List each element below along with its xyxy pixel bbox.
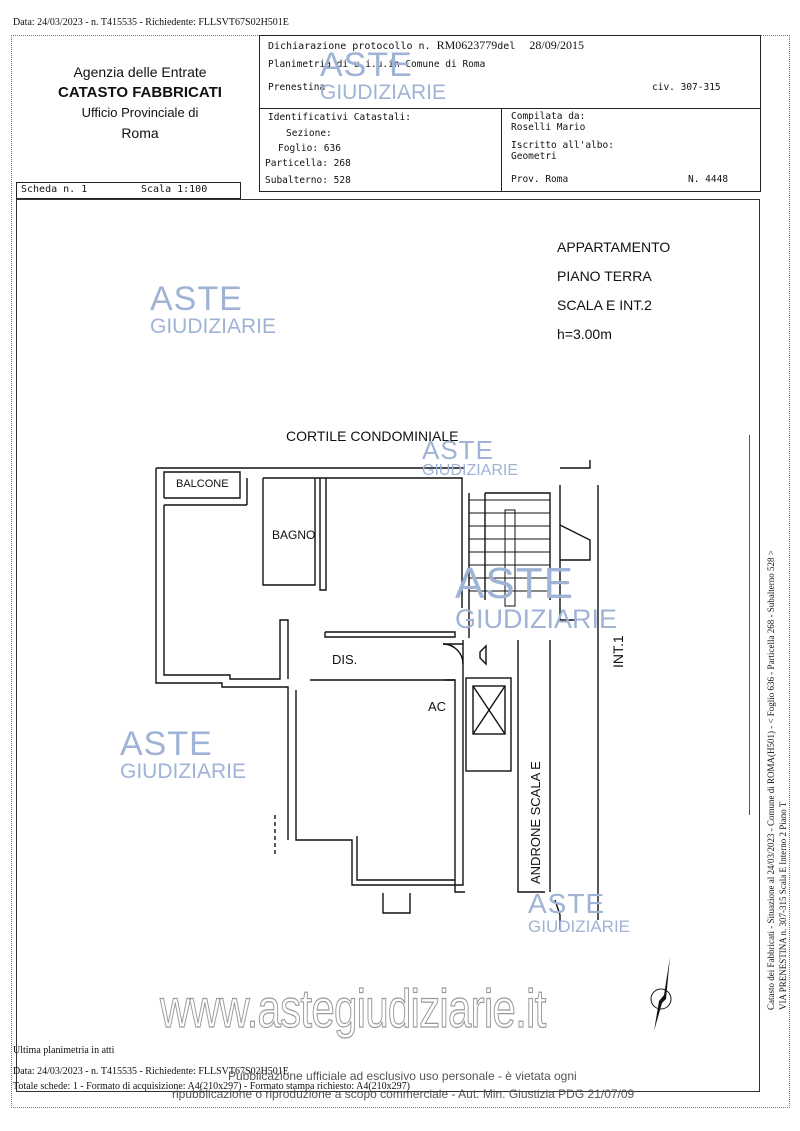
agency-dept: CATASTO FABBRICATI [58, 84, 222, 102]
watermark-3: ASTE GIUDIZIARIE [422, 437, 518, 479]
watermark-2: ASTE GIUDIZIARIE [150, 282, 276, 337]
label-cortile: CORTILE CONDOMINIALE [286, 428, 459, 444]
header-vdivider [501, 108, 502, 192]
watermark-5: ASTE GIUDIZIARIE [120, 727, 246, 782]
wall-north-inner [263, 477, 463, 608]
label-ac: AC [428, 699, 447, 714]
plan-walls [155, 460, 599, 930]
agency-office: Ufficio Provinciale di [81, 105, 199, 121]
site-watermark: www.astegiudiziarie.it [160, 978, 547, 1039]
watermark-giudiziarie: GIUDIZIARIE [150, 315, 277, 338]
compilata-label: Compilata da: [511, 111, 586, 122]
identifiers-foglio: Foglio: 636 [278, 143, 341, 154]
balcone-railing [163, 471, 241, 499]
plan-title-line-4: h=3.00m [557, 326, 612, 342]
agency-block: Agenzia delle Entrate CATASTO FABBRICATI… [40, 62, 240, 143]
planimetry-civ: civ. 307-315 [652, 82, 721, 93]
label-dis: DIS. [332, 652, 358, 667]
watermark-aste: ASTE [120, 725, 213, 763]
declaration-row: Dichiarazione protocollo n. RM0623779del… [268, 38, 584, 53]
agency-name: Agenzia delle Entrate [73, 64, 207, 80]
plan-title-line-2: PIANO TERRA [557, 268, 652, 284]
watermark-giudiziarie: GIUDIZIARIE [455, 604, 618, 634]
footer-pub-2: ripubblicazione o riproduzione a scopo c… [172, 1087, 635, 1101]
header-line: Data: 24/03/2023 - n. T415535 - Richiede… [13, 17, 289, 28]
declaration-date: 28/09/2015 [529, 38, 585, 52]
label-balcone: BALCONE [176, 478, 229, 490]
albo-number: N. 4448 [688, 174, 729, 185]
watermark-giudiziarie: GIUDIZIARIE [120, 760, 247, 783]
label-androne: ANDRONE SCALA E [528, 761, 543, 884]
wall-corridor [324, 631, 456, 638]
watermark-aste: ASTE [150, 280, 243, 318]
wall-bagno [262, 478, 316, 586]
watermark-giudiziarie: GIUDIZIARIE [320, 81, 447, 104]
wall-ac [295, 640, 464, 886]
header-info-box [259, 35, 761, 192]
iscritto-label: Iscritto all'albo: [511, 140, 614, 151]
wall-room-left [163, 505, 289, 680]
watermark-aste: ASTE [320, 46, 413, 84]
drawing-frame [16, 199, 760, 1092]
watermark-giudiziarie: GIUDIZIARIE [528, 917, 631, 936]
iscritto-value: Geometri [511, 151, 557, 162]
declaration-del: del [497, 41, 516, 52]
planimetry-street: Prenestina [268, 82, 326, 93]
side-text-1: Catasto dei Fabbricati - Situazione al 2… [766, 550, 776, 1010]
footer-ultima: Ultima planimetria in atti [13, 1045, 115, 1056]
identifiers-sezione: Sezione: [286, 128, 332, 139]
footer-totale-line: Totale schede: 1 - Formato di acquisizio… [13, 1081, 410, 1092]
wall-bagno-east [319, 478, 327, 591]
side-text-2: VIA PRENESTINA n. 307-315 Scala E Intern… [778, 801, 788, 1010]
label-int1: INT.1 [610, 635, 626, 668]
watermark-aste: ASTE [528, 888, 606, 919]
header-divider [259, 108, 761, 109]
identifiers-title: Identificativi Catastali: [268, 112, 411, 123]
plan-title: APPARTAMENTO PIANO TERRA SCALA E INT.2 h… [557, 233, 670, 349]
north-arrow-icon [650, 957, 672, 1031]
declaration-number: RM0623779 [436, 38, 498, 52]
watermark-4: ASTE GIUDIZIARIE [455, 562, 617, 633]
plan-title-line-1: APPARTAMENTO [557, 239, 671, 255]
identifiers-particella: Particella: 268 [265, 158, 351, 169]
prov: Prov. Roma [511, 174, 569, 185]
identifiers-subalterno: Subalterno: 528 [265, 175, 351, 186]
watermark-aste: ASTE [455, 559, 574, 608]
watermark-6: ASTE GIUDIZIARIE [528, 888, 631, 936]
compilata-name: Roselli Mario [511, 122, 586, 133]
scheda-box [16, 182, 241, 199]
watermark-1: ASTE GIUDIZIARIE [320, 48, 446, 103]
plan-title-line-3: SCALA E INT.2 [557, 297, 652, 313]
scheda-label: Scheda n. 1 [21, 184, 88, 195]
wall-west [155, 468, 289, 840]
declaration-label: Dichiarazione protocollo n. [268, 41, 431, 52]
watermark-giudiziarie: GIUDIZIARIE [422, 462, 519, 479]
footer-pub-1: Pubblicazione ufficiale ad esclusivo uso… [228, 1069, 577, 1083]
label-bagno: BAGNO [272, 528, 316, 542]
footer-data-line: Data: 24/03/2023 - n. T415535 - Richiede… [13, 1066, 289, 1077]
scheda-scala: Scala 1:100 [141, 184, 208, 195]
side-scale-bar [749, 435, 750, 815]
planimetry-line: Planimetria di u.i.u.in Comune di Roma [268, 59, 486, 70]
watermark-aste: ASTE [422, 435, 494, 465]
agency-city: Roma [121, 124, 159, 141]
